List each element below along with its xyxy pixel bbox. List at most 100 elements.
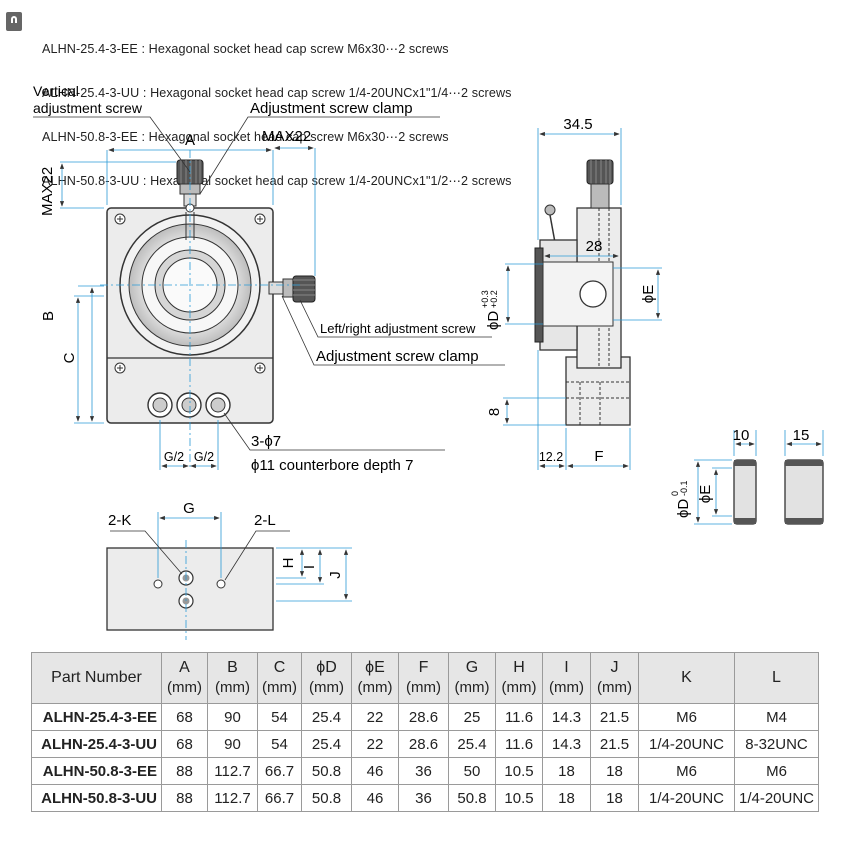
table-header-row: Part Number A(mm) B(mm) C(mm) ϕD(mm) ϕE(… xyxy=(31,652,819,704)
note-line: ALHN-25.4-3-UU : Hexagonal socket head c… xyxy=(42,85,512,100)
table-cell: 25.4 xyxy=(301,730,352,758)
table-cell: 88 xyxy=(161,784,208,812)
column-header: K xyxy=(638,652,735,704)
dim-f-label: F xyxy=(594,448,603,465)
table-cell: 46 xyxy=(351,784,399,812)
dim-phid-tol-upper: +0.3 xyxy=(480,290,490,308)
table-cell: M4 xyxy=(734,703,819,731)
vertical-screw-label: Vertical xyxy=(33,83,79,99)
table-cell: 21.5 xyxy=(590,730,639,758)
table-cell: 36 xyxy=(398,784,449,812)
table-cell: 28.6 xyxy=(398,703,449,731)
front-view: A MAX22 MAX22 B C G/2 G/2 Vertical adjus… xyxy=(33,83,505,474)
table-cell: 90 xyxy=(207,703,258,731)
part-number-cell: ALHN-25.4-3-EE xyxy=(31,703,162,731)
table-cell: 18 xyxy=(542,784,591,812)
dim-i-label: I xyxy=(301,565,318,569)
table-cell: M6 xyxy=(638,757,735,785)
clamp-top-label: Adjustment screw clamp xyxy=(250,100,413,117)
table-cell: 18 xyxy=(542,757,591,785)
table-cell: 14.3 xyxy=(542,730,591,758)
part-number-cell: ALHN-50.8-3-UU xyxy=(31,784,162,812)
table-cell: 66.7 xyxy=(257,784,302,812)
column-header: C(mm) xyxy=(257,652,302,704)
dim-g-half-label: G/2 xyxy=(194,450,214,464)
dim-a-label: A xyxy=(185,132,195,149)
column-header: ϕE(mm) xyxy=(351,652,399,704)
table-cell: 88 xyxy=(161,757,208,785)
table-cell: 22 xyxy=(351,703,399,731)
dim-15-label: 15 xyxy=(793,427,810,444)
dim-g-label: G xyxy=(183,500,195,517)
table-cell: 46 xyxy=(351,757,399,785)
table-cell: 10.5 xyxy=(495,784,543,812)
table-cell: 11.6 xyxy=(495,703,543,731)
table-cell: 18 xyxy=(590,757,639,785)
column-header: Part Number xyxy=(31,652,162,704)
table-cell: 54 xyxy=(257,730,302,758)
table-cell: 50.8 xyxy=(301,757,352,785)
dim-10-label: 10 xyxy=(733,427,750,444)
dim-2l-label: 2-L xyxy=(254,512,276,529)
ring-phid-label: ϕD xyxy=(675,499,692,518)
table-cell: 112.7 xyxy=(207,757,258,785)
dim-12-2-label: 12.2 xyxy=(539,450,563,464)
bottom-view: G 2-K 2-L H I J xyxy=(106,500,352,640)
table-cell: M6 xyxy=(638,703,735,731)
dim-max22-v-label: MAX22 xyxy=(39,167,56,216)
dim-j-label: J xyxy=(327,571,344,579)
dim-max22-h-label: MAX22 xyxy=(262,128,311,145)
column-header: A(mm) xyxy=(161,652,208,704)
table-cell: 50.8 xyxy=(448,784,496,812)
dim-b-label: B xyxy=(40,311,57,321)
clamp-side-label: Adjustment screw clamp xyxy=(316,348,479,365)
corner-screw-icon xyxy=(114,213,266,374)
dim-phid-label: ϕD xyxy=(485,311,502,330)
table-cell: 14.3 xyxy=(542,703,591,731)
dim-34-5-label: 34.5 xyxy=(563,116,592,133)
table-cell: 8-32UNC xyxy=(734,730,819,758)
table-cell: 50.8 xyxy=(301,784,352,812)
column-header: I(mm) xyxy=(542,652,591,704)
dim-8-label: 8 xyxy=(486,408,503,416)
mounting-hole-icon xyxy=(147,392,231,418)
column-header: G(mm) xyxy=(448,652,496,704)
lock-icon xyxy=(6,12,22,31)
ring-view: 10 15 ϕD 0 -0.1 ϕE xyxy=(670,427,824,525)
ring-phid-tol-lower: -0.1 xyxy=(679,480,689,496)
ring-phie-label: ϕE xyxy=(697,485,714,503)
dim-28-label: 28 xyxy=(586,238,603,255)
table-cell: 21.5 xyxy=(590,703,639,731)
horizontal-adjustment-screw-icon xyxy=(268,275,316,303)
dim-2k-label: 2-K xyxy=(108,512,131,529)
table-cell: 22 xyxy=(351,730,399,758)
table-cell: 1/4-20UNC xyxy=(734,784,819,812)
table-cell: 54 xyxy=(257,703,302,731)
table-cell: 25 xyxy=(448,703,496,731)
counterbore-label: ϕ11 counterbore depth 7 xyxy=(251,457,413,474)
part-number-cell: ALHN-25.4-3-UU xyxy=(31,730,162,758)
table-cell: 11.6 xyxy=(495,730,543,758)
technical-drawing: A MAX22 MAX22 B C G/2 G/2 Vertical adjus… xyxy=(33,83,824,640)
ring-phid-tol-upper: 0 xyxy=(670,491,680,496)
table-cell: 68 xyxy=(161,703,208,731)
table-cell: 66.7 xyxy=(257,757,302,785)
dim-h-label: H xyxy=(280,558,297,569)
vertical-screw-label: adjustment screw xyxy=(33,100,143,116)
holes-label: 3-ϕ7 xyxy=(251,433,281,450)
dim-phie-label: ϕE xyxy=(640,285,657,303)
column-header: F(mm) xyxy=(398,652,449,704)
part-number-cell: ALHN-50.8-3-EE xyxy=(31,757,162,785)
table-cell: 28.6 xyxy=(398,730,449,758)
table-cell: 18 xyxy=(590,784,639,812)
table-cell: 25.4 xyxy=(448,730,496,758)
table-cell: 1/4-20UNC xyxy=(638,730,735,758)
table-cell: 36 xyxy=(398,757,449,785)
table-cell: 68 xyxy=(161,730,208,758)
dim-phid-tol-lower: +0.2 xyxy=(489,290,499,308)
column-header: J(mm) xyxy=(590,652,639,704)
table-cell: M6 xyxy=(734,757,819,785)
column-header: L xyxy=(734,652,819,704)
